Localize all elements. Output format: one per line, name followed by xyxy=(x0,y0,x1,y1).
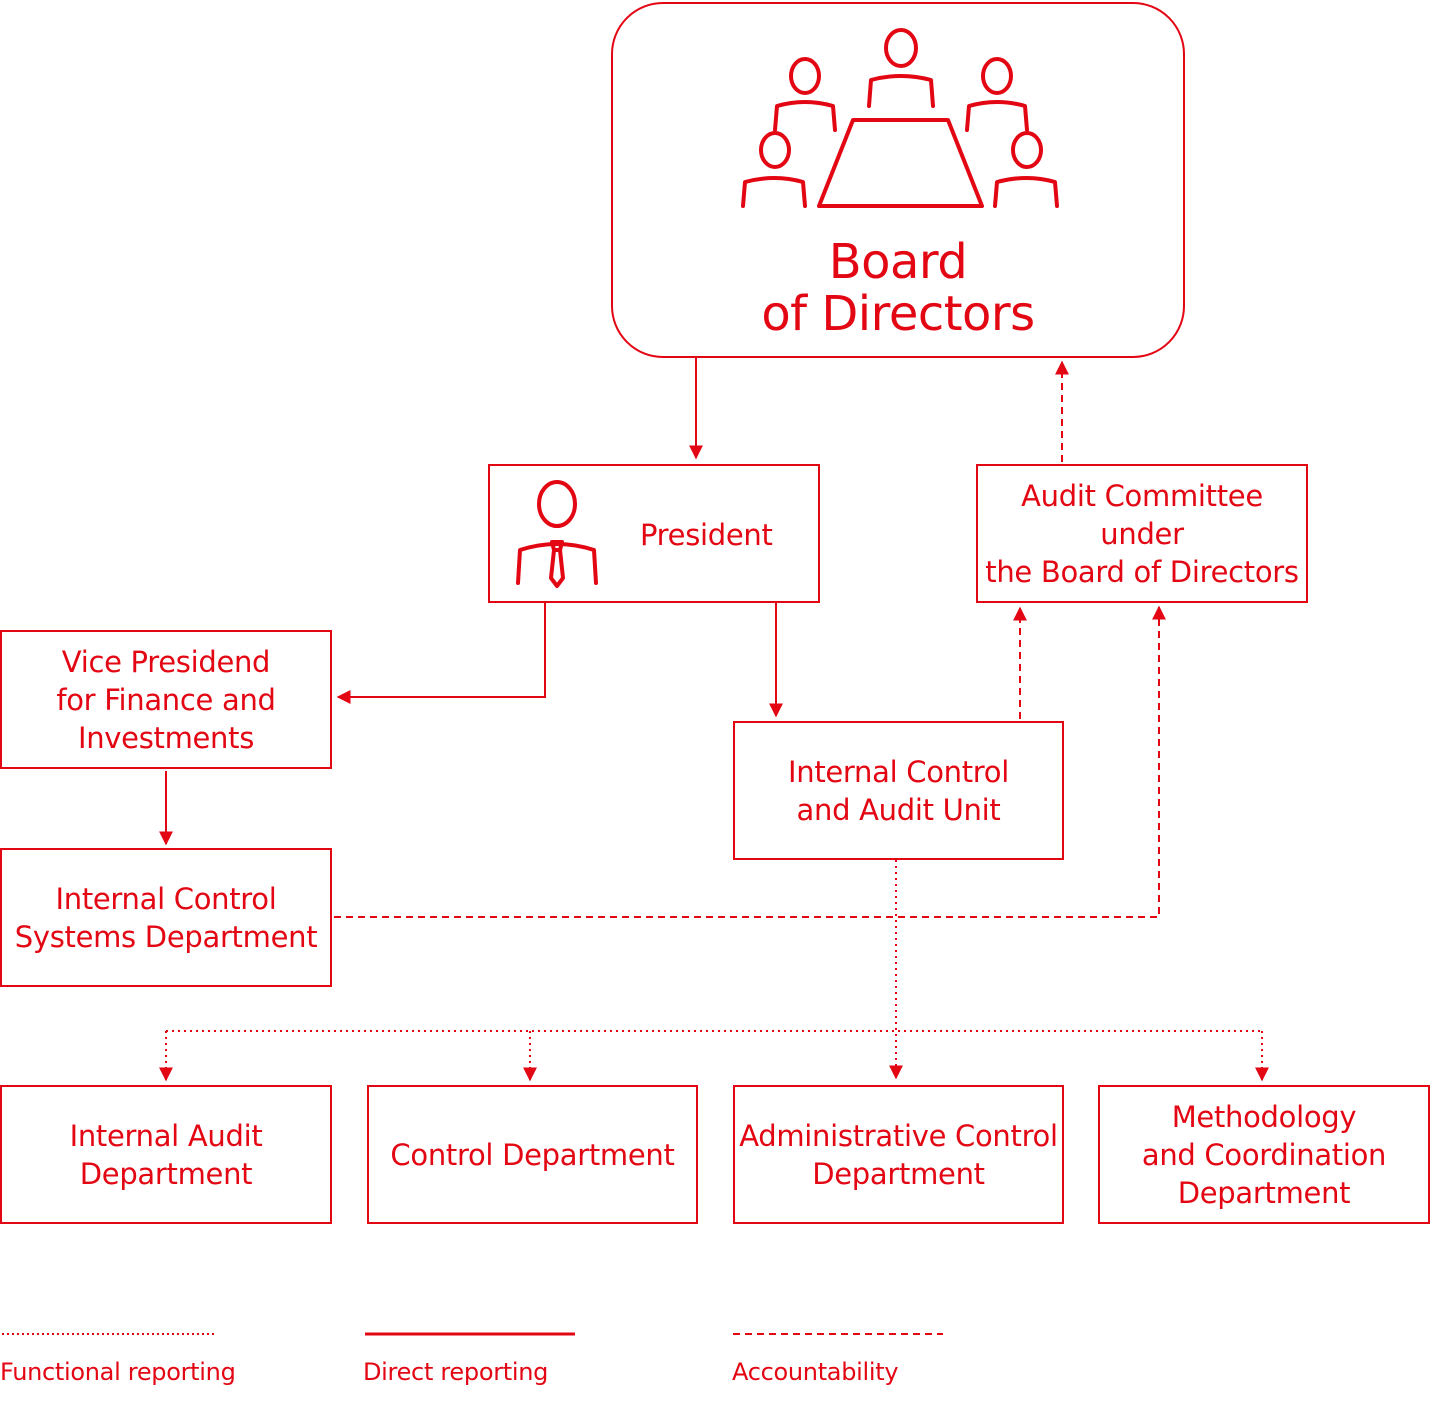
audit-committee-label: Audit Committee under the Board of Direc… xyxy=(985,478,1299,589)
internal-control-audit-unit-node: Internal Control and Audit Unit xyxy=(733,721,1064,860)
internal-control-systems-label: Internal Control Systems Department xyxy=(14,881,318,954)
board-title: Board of Directors xyxy=(761,234,1035,342)
methodology-coordination-department-node: Methodology and Coordination Department xyxy=(1098,1085,1430,1224)
control-department-node: Control Department xyxy=(367,1085,698,1224)
audit-committee-node: Audit Committee under the Board of Direc… xyxy=(976,464,1308,603)
control-department-label: Control Department xyxy=(390,1137,675,1172)
internal-audit-department-label: Internal Audit Department xyxy=(69,1118,263,1191)
board-meeting-icon xyxy=(741,28,1059,208)
internal-control-audit-unit-label: Internal Control and Audit Unit xyxy=(787,754,1009,827)
methodology-coordination-department-label: Methodology and Coordination Department xyxy=(1141,1099,1387,1210)
legend-accountability-label: Accountability xyxy=(732,1358,899,1386)
president-node: President xyxy=(488,464,820,603)
legend-functional-label: Functional reporting xyxy=(0,1358,236,1386)
administrative-control-department-node: Administrative Control Department xyxy=(733,1085,1064,1224)
administrative-control-department-label: Administrative Control Department xyxy=(739,1118,1058,1191)
vice-president-node: Vice Presidend for Finance and Investmen… xyxy=(0,630,332,769)
internal-audit-department-node: Internal Audit Department xyxy=(0,1085,332,1224)
board-of-directors-node: Board of Directors xyxy=(611,2,1185,358)
internal-control-systems-node: Internal Control Systems Department xyxy=(0,848,332,987)
person-with-tie-icon xyxy=(516,480,598,588)
connector-president-to-vice-president xyxy=(336,603,546,704)
legend-direct-label: Direct reporting xyxy=(363,1358,549,1386)
president-label: President xyxy=(640,518,773,552)
vice-president-label: Vice Presidend for Finance and Investmen… xyxy=(56,644,276,755)
